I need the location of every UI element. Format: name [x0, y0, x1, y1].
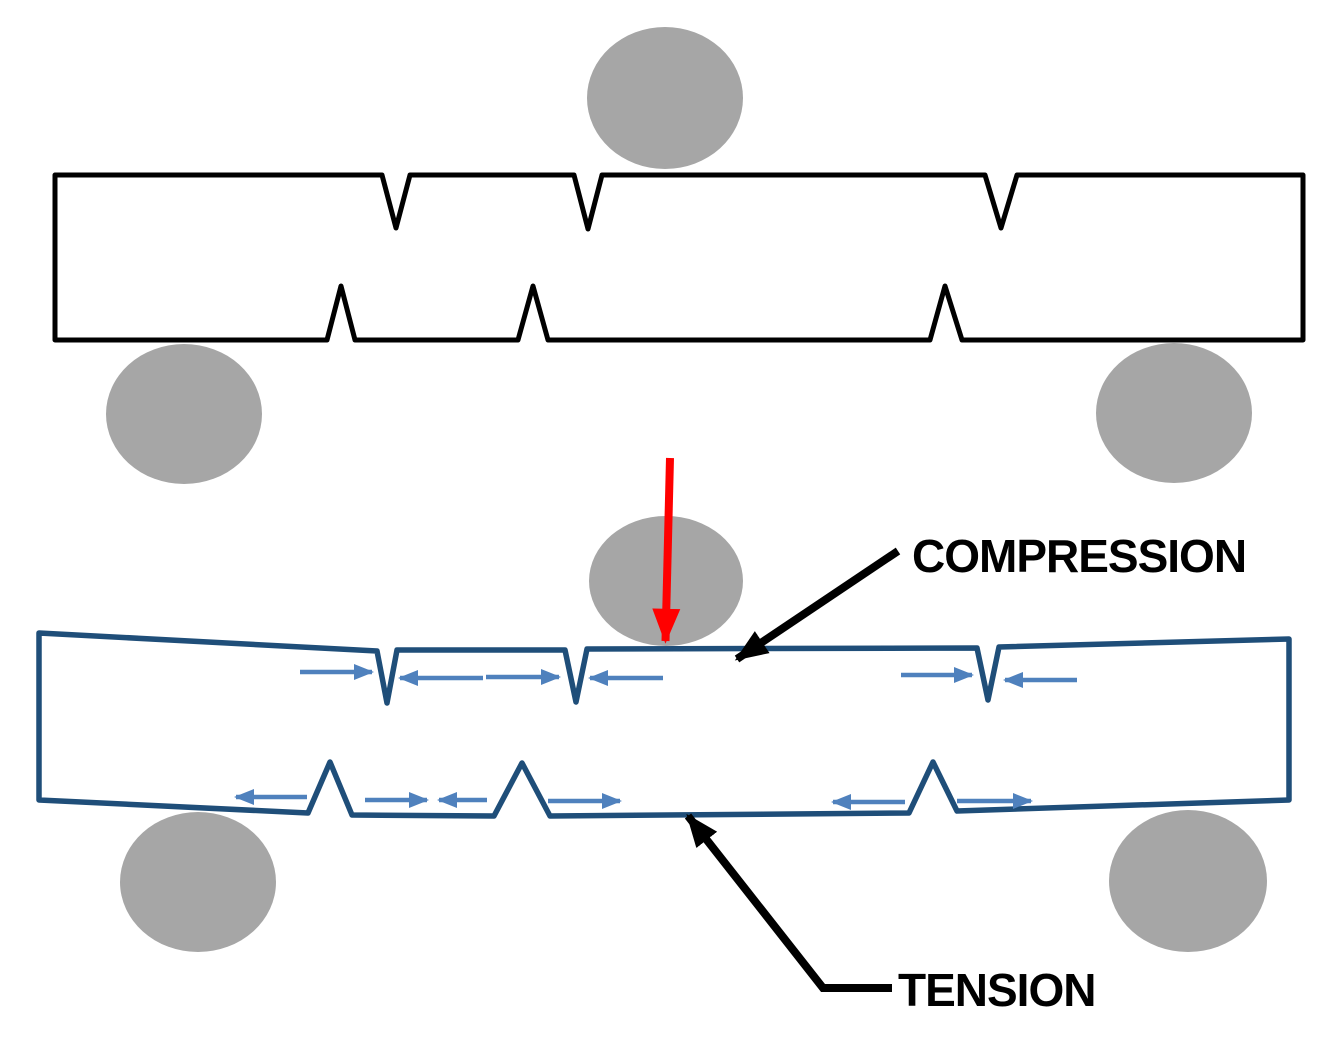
notched-beam-loaded: [36, 630, 1292, 819]
right-support-roller: [1096, 343, 1252, 483]
tension-label: TENSION: [898, 964, 1095, 1016]
tension-leader-arrow: [684, 813, 892, 992]
tension-arrows: [234, 789, 1033, 810]
left-support-roller: [106, 344, 262, 484]
applied-force-arrow: [652, 457, 681, 644]
top-load-roller: [587, 27, 743, 169]
left-support-roller-loaded: [120, 812, 276, 952]
compression-label: COMPRESSION: [912, 530, 1246, 582]
compression-leader-arrow: [734, 547, 901, 663]
notched-beam-unloaded: [52, 172, 1306, 343]
compression-arrows: [300, 664, 1077, 688]
loaded-beam-figure: COMPRESSION TENSION: [36, 457, 1292, 1016]
unloaded-beam-figure: [52, 27, 1306, 484]
right-support-roller-loaded: [1109, 810, 1267, 952]
